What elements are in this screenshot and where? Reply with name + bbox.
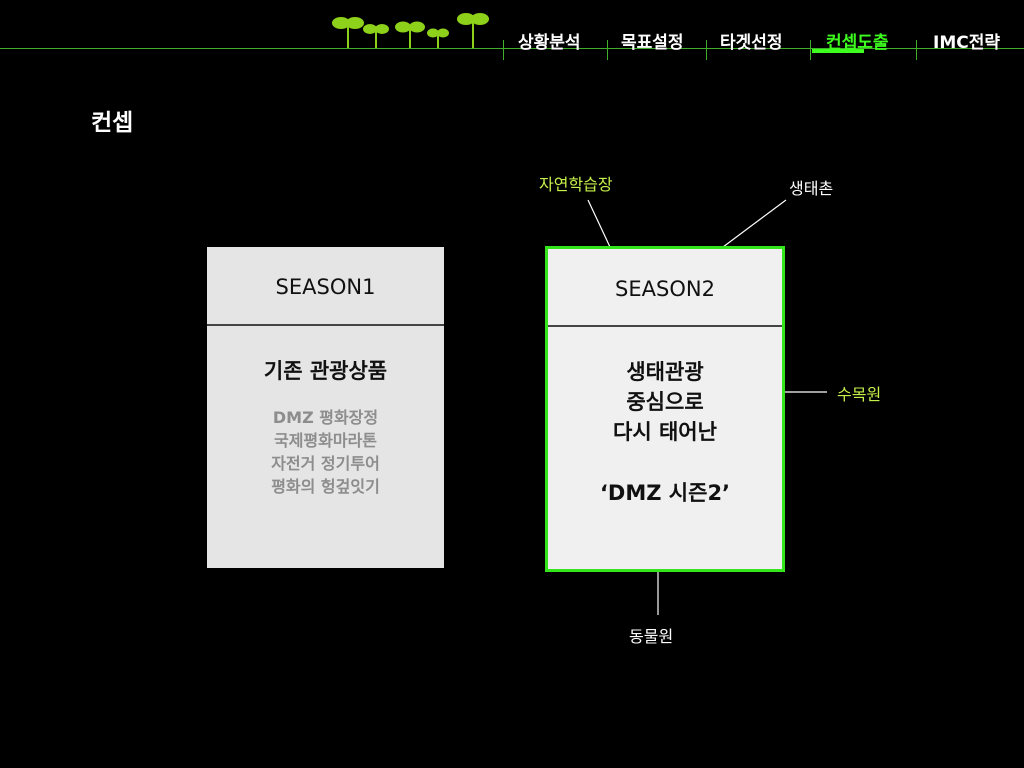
nav-item-target-selection[interactable]: 타겟선정 <box>720 33 783 53</box>
nav-separator <box>810 40 811 60</box>
season2-main-line: 다시 태어난 <box>613 420 717 444</box>
callout-zoo: 동물원 <box>629 627 674 646</box>
season1-main-text: 기존 관광상품 <box>263 359 388 383</box>
season1-item: 자전거 정기투어 <box>271 454 380 473</box>
nav-item-goal-setting[interactable]: 목표설정 <box>621 33 684 53</box>
season2-main-text: 생태관광 중심으로 다시 태어난 <box>548 357 782 447</box>
nav-item-situation-analysis[interactable]: 상황분석 <box>518 33 581 53</box>
page-title: 컨셉 <box>91 110 134 136</box>
sprout-icon <box>332 17 364 48</box>
season2-header: SEASON2 <box>548 249 782 327</box>
nav-separator <box>607 40 608 60</box>
nav-separator <box>916 40 917 60</box>
connector-eco-village <box>722 199 787 248</box>
connector-nature-study <box>587 199 611 248</box>
nav-item-concept-derivation[interactable]: 컨셉도출 <box>826 33 889 53</box>
sprout-icon <box>395 21 425 48</box>
season2-main-line: 생태관광 <box>626 360 704 384</box>
nav-active-indicator <box>812 49 864 53</box>
sprout-icon <box>363 24 389 48</box>
top-navigation: 상황분석 목표설정 타겟선정 컨셉도출 IMC전략 <box>0 0 1024 60</box>
nav-item-imc-strategy[interactable]: IMC전략 <box>933 33 1000 53</box>
nav-divider-line <box>0 48 1024 49</box>
sprout-icon <box>457 13 489 48</box>
sprout-icon <box>427 28 449 48</box>
season1-item-list: DMZ 평화장정 국제평화마라톤 자전거 정기투어 평화의 헝겊잇기 <box>207 406 444 498</box>
season2-slogan: ‘DMZ 시즌2’ <box>599 481 731 505</box>
callout-eco-village: 생태촌 <box>789 179 834 198</box>
season1-header: SEASON1 <box>207 247 444 326</box>
season1-item: 평화의 헝겊잇기 <box>271 477 380 496</box>
season2-card: SEASON2 생태관광 중심으로 다시 태어난 ‘DMZ 시즌2’ <box>545 246 785 572</box>
season1-card: SEASON1 기존 관광상품 DMZ 평화장정 국제평화마라톤 자전거 정기투… <box>207 247 444 568</box>
callout-nature-study: 자연학습장 <box>539 175 613 194</box>
season1-item: DMZ 평화장정 <box>272 408 379 427</box>
season2-main-line: 중심으로 <box>626 390 704 414</box>
nav-separator <box>706 40 707 60</box>
season1-item: 국제평화마라톤 <box>273 431 378 450</box>
callout-arboretum: 수목원 <box>837 385 882 404</box>
nav-separator <box>503 40 504 60</box>
sprout-icons <box>332 13 489 48</box>
